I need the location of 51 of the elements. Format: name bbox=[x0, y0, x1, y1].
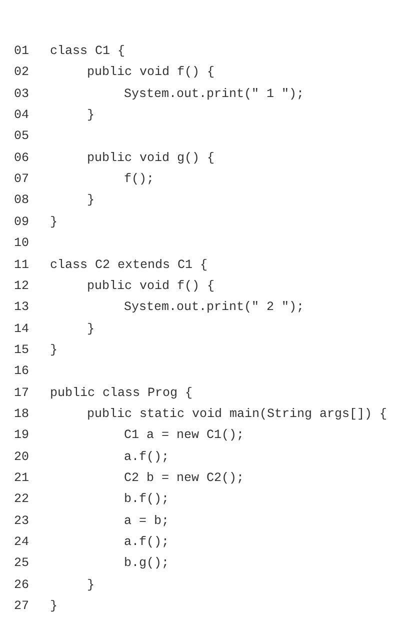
code-line: } bbox=[50, 342, 58, 358]
line-number: 06 bbox=[14, 150, 30, 166]
code-line: class C2 extends C1 { bbox=[50, 258, 208, 272]
code-line: } bbox=[87, 193, 95, 208]
code-line: class C1 { bbox=[50, 44, 126, 59]
line-number: 08 bbox=[14, 193, 30, 208]
code-line: public class Prog { bbox=[50, 386, 193, 401]
line-number: 09 bbox=[14, 214, 30, 230]
code-line: } bbox=[50, 599, 58, 614]
line-number: 12 bbox=[14, 278, 30, 294]
code-line: b.g(); bbox=[124, 556, 170, 572]
line-number: 22 bbox=[14, 492, 30, 508]
line-number: 24 bbox=[14, 535, 30, 550]
line-number: 03 bbox=[14, 86, 30, 102]
line-number: 15 bbox=[14, 342, 30, 358]
code-line: a.f(); bbox=[124, 535, 170, 550]
code-line: C1 a = new C1(); bbox=[124, 428, 244, 444]
code-line: System.out.print(" 2 "); bbox=[124, 300, 304, 316]
line-number: 18 bbox=[14, 406, 30, 422]
line-number: 13 bbox=[14, 300, 30, 316]
code-line: } bbox=[87, 108, 95, 124]
code-line: } bbox=[87, 322, 95, 337]
line-number: 25 bbox=[14, 556, 30, 572]
line-number: 17 bbox=[14, 386, 30, 401]
code-line: public void g() { bbox=[87, 150, 215, 166]
line-number: 05 bbox=[14, 129, 30, 144]
line-number: 11 bbox=[14, 258, 30, 272]
code-line: } bbox=[87, 578, 95, 593]
line-number: 19 bbox=[14, 428, 30, 444]
line-number: 16 bbox=[14, 364, 30, 380]
code-line: } bbox=[50, 214, 58, 230]
line-number: 23 bbox=[14, 514, 30, 529]
line-number: 14 bbox=[14, 322, 30, 337]
line-number: 10 bbox=[14, 236, 30, 252]
code-line: C2 b = new C2(); bbox=[124, 471, 244, 486]
line-number: 20 bbox=[14, 450, 30, 465]
line-number: 26 bbox=[14, 578, 30, 593]
code-line: f(); bbox=[124, 172, 154, 188]
code-line: public void f() { bbox=[87, 278, 215, 294]
code-line: b.f(); bbox=[124, 492, 170, 508]
line-number: 01 bbox=[14, 44, 30, 59]
line-number: 07 bbox=[14, 172, 30, 188]
line-number: 27 bbox=[14, 599, 30, 614]
code-line: public static void main(String args[]) { bbox=[87, 406, 388, 422]
line-number: 02 bbox=[14, 65, 30, 80]
code-line: a.f(); bbox=[124, 450, 170, 465]
code-line: a = b; bbox=[124, 514, 170, 529]
line-number: 04 bbox=[14, 108, 30, 124]
line-number: 21 bbox=[14, 471, 30, 486]
code-line: System.out.print(" 1 "); bbox=[124, 86, 304, 102]
code-line: public void f() { bbox=[87, 65, 215, 80]
